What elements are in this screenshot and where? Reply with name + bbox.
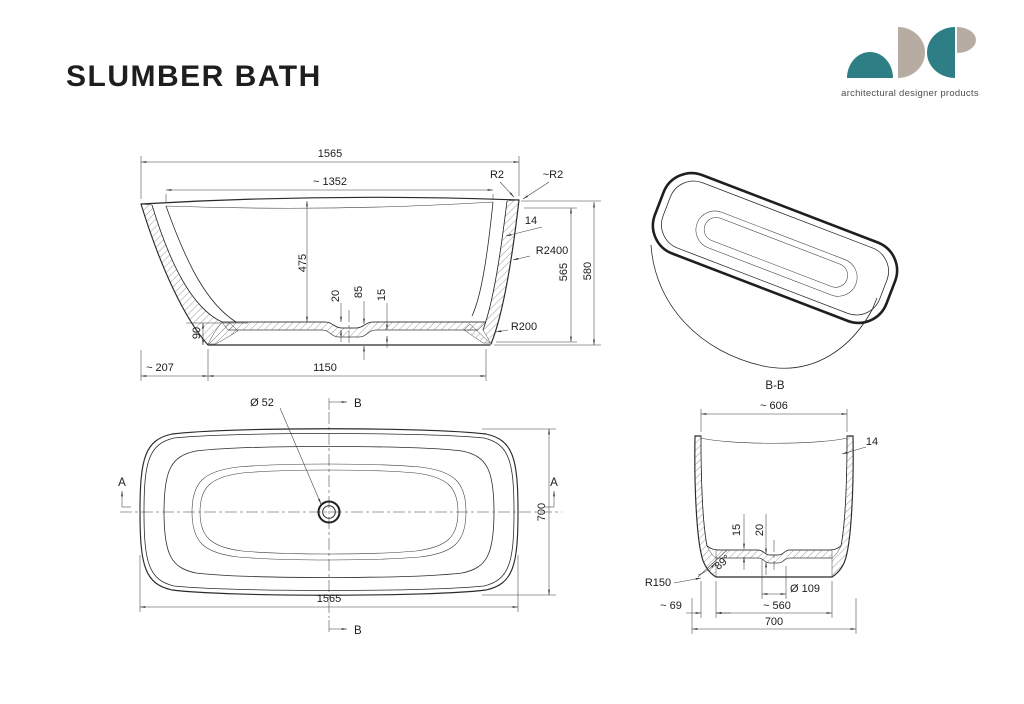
page-title: SLUMBER BATH [66, 60, 322, 93]
bowl-line-right [471, 201, 494, 317]
logo-d-shape [898, 27, 925, 78]
tub-floor-hatch [221, 321, 487, 338]
section-outline [694, 435, 854, 578]
section-inner-wall-right [840, 435, 848, 547]
dim-floor15: 15 [731, 524, 743, 536]
section-inner-wall-left [700, 435, 708, 547]
dim-base-length: 1150 [313, 362, 337, 374]
dim-corner-radius: R200 [511, 321, 537, 333]
section-a-label-left: A [118, 477, 126, 489]
plan-dimensions: Ø 52 B B A A 700 1565 [118, 397, 558, 637]
dim-inner-height: 565 [558, 263, 570, 281]
iso-rim-inner [661, 180, 889, 316]
tub-wall-hatch-left [140, 203, 223, 346]
section-far-rim-sag [700, 437, 848, 444]
dim-rim-radius: R2 [490, 169, 504, 181]
side-dimensions: 1565 ~ 1352 475 20 85 15 90 ~ 207 [140, 148, 601, 381]
iso-rim-outer [651, 171, 899, 325]
leader-line [522, 181, 550, 200]
dim-floor20: 20 [754, 524, 766, 536]
dim-rim-radius-approx: ~R2 [543, 169, 564, 181]
logo-a-shape [847, 52, 893, 78]
bowl-line-left [165, 205, 237, 323]
leader-line [841, 446, 867, 455]
dim-step85: 85 [353, 286, 365, 298]
dim-overall-length: 1565 [318, 148, 342, 160]
logo-tagline: architectural designer products [841, 88, 979, 99]
outer-wall-left [140, 203, 209, 346]
dim-plan-width: 700 [536, 503, 548, 521]
dim-base-height: 90 [191, 327, 203, 339]
logo-c-shape [927, 27, 955, 78]
plan-outline-outer [139, 428, 519, 596]
dim-step20: 20 [330, 290, 342, 302]
side-section-view: 1565 ~ 1352 475 20 85 15 90 ~ 207 [140, 148, 601, 381]
far-rim-sag [165, 201, 494, 209]
section-wall-hatch-right [831, 435, 854, 578]
leader-line [495, 329, 509, 333]
adp-logo: architectural designer products [841, 27, 979, 99]
dim-recess-diameter: Ø 109 [790, 583, 820, 595]
section-geometry [694, 435, 854, 578]
iso-section-label: B-B [765, 380, 785, 392]
dim-base-width: ~ 560 [763, 600, 791, 612]
leader-line [499, 181, 515, 198]
section-a-label-right: A [550, 477, 558, 489]
inner-wall-left [151, 204, 223, 323]
leader-line [512, 255, 531, 261]
dim-overall-height: 580 [582, 262, 594, 280]
section-b-label-top: B [354, 398, 362, 410]
dim-top-width: ~ 606 [760, 400, 788, 412]
dim-base-offset: ~ 69 [660, 600, 682, 612]
dim-plan-length: 1565 [317, 593, 341, 605]
iso-floor-outline [695, 210, 858, 297]
corner-wedge-left [208, 322, 239, 345]
dim-bowl-radius: R2400 [536, 245, 568, 257]
plan-geometry [120, 412, 562, 618]
drain-outer-circle [317, 500, 341, 524]
dim-inner-length: ~ 1352 [313, 176, 347, 188]
dim-base-inset: ~ 207 [146, 362, 174, 374]
dim-section-wall: 14 [866, 436, 878, 448]
cross-section-view: ~ 606 14 15 20 89° R150 Ø 109 ~ 69 [645, 400, 878, 634]
dim-section-width: 700 [765, 616, 783, 628]
outer-wall-right [490, 199, 520, 345]
dim-depth: 475 [297, 254, 309, 272]
leader-line [673, 577, 702, 584]
section-dimensions: ~ 606 14 15 20 89° R150 Ø 109 ~ 69 [645, 400, 878, 634]
iso-hull [650, 244, 878, 369]
dim-corner-radius-150: R150 [645, 577, 671, 589]
leader-line [279, 407, 322, 505]
plan-view: Ø 52 B B A A 700 1565 [118, 397, 562, 637]
iso-floor-inner [703, 217, 848, 288]
angle-arc [697, 562, 716, 576]
drain-inner-circle [322, 505, 336, 519]
isometric-view: B-B [650, 171, 899, 392]
section-b-label-bottom: B [354, 625, 362, 637]
rim-line [140, 196, 520, 205]
dim-drain-diameter: Ø 52 [250, 397, 274, 409]
dim-step15: 15 [376, 289, 388, 301]
inner-wall-right [482, 200, 508, 331]
dim-wall-thickness: 14 [525, 215, 537, 227]
leader-line [505, 226, 543, 237]
logo-p-shape [957, 27, 976, 53]
section-wall-hatch-left [694, 435, 717, 578]
